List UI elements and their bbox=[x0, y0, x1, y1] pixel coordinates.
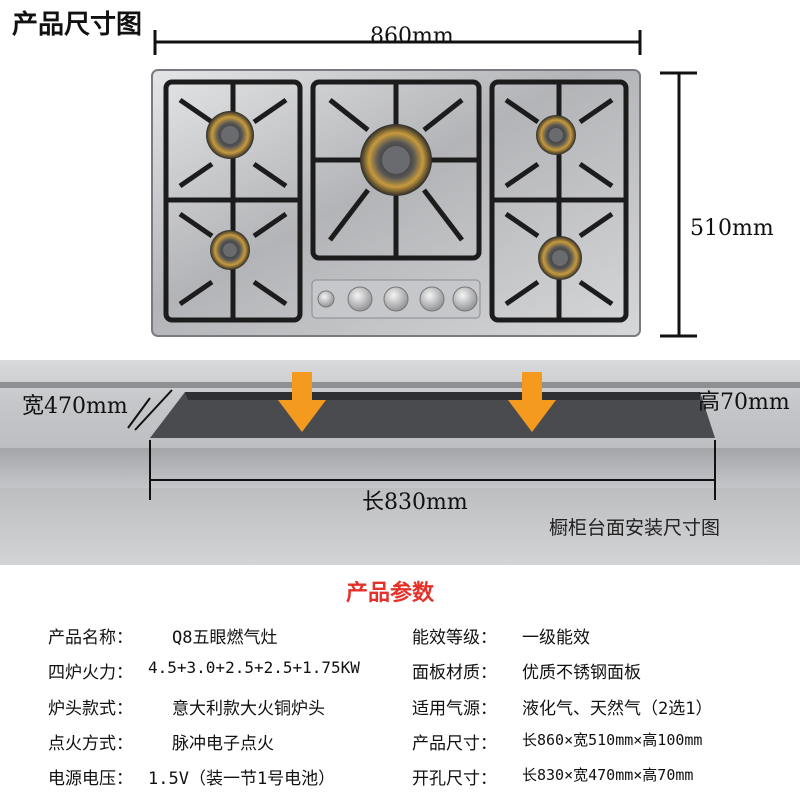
param-value: 4.5+3.0+2.5+2.5+1.75KW bbox=[148, 658, 360, 677]
param-label: 炉头款式： bbox=[48, 699, 133, 719]
param-label: 四炉火力： bbox=[48, 663, 133, 683]
param-value: 意大利款大火铜炉头 bbox=[172, 699, 325, 719]
page-title: 产品尺寸图 bbox=[12, 10, 143, 40]
param-label: 产品尺寸： bbox=[412, 734, 497, 754]
param-value: Q8五眼燃气灶 bbox=[172, 628, 278, 648]
param-value: 长830×宽470mm×高70mm bbox=[522, 766, 694, 784]
param-label: 开孔尺寸： bbox=[412, 769, 497, 789]
knob-4 bbox=[419, 286, 445, 312]
param-value: 优质不锈钢面板 bbox=[522, 663, 641, 683]
knob-3 bbox=[383, 286, 409, 312]
cutout-width-label: 宽470mm bbox=[22, 394, 128, 419]
cutout-length-label: 长830mm bbox=[362, 490, 468, 515]
knob-5 bbox=[452, 286, 478, 312]
param-value: 脉冲电子点火 bbox=[172, 734, 274, 754]
param-label: 面板材质： bbox=[412, 663, 497, 683]
param-value: 一级能效 bbox=[522, 628, 590, 648]
param-value: 1.5V（装一节1号电池） bbox=[148, 769, 336, 789]
param-label: 适用气源： bbox=[412, 699, 497, 719]
stove-illustration bbox=[151, 30, 697, 338]
param-label: 能效等级： bbox=[412, 628, 497, 648]
cutout-illustration bbox=[127, 372, 716, 500]
knob-2 bbox=[347, 286, 373, 312]
countertop-edge bbox=[0, 382, 800, 388]
param-value: 液化气、天然气（2选1） bbox=[522, 699, 713, 719]
param-value: 长860×宽510mm×高100mm bbox=[522, 731, 703, 749]
grate-left bbox=[163, 79, 303, 323]
param-label: 电源电压： bbox=[48, 769, 133, 789]
params-title: 产品参数 bbox=[345, 581, 434, 606]
knob-1 bbox=[317, 290, 335, 308]
countertop-front bbox=[0, 448, 800, 488]
arrow-down-icon bbox=[278, 372, 326, 432]
cutout-caption: 橱柜台面安装尺寸图 bbox=[549, 517, 721, 539]
height-dimension-label: 510mm bbox=[690, 216, 774, 241]
param-label: 产品名称： bbox=[48, 628, 133, 648]
param-label: 点火方式： bbox=[48, 734, 133, 754]
width-dimension-label: 860mm bbox=[370, 24, 454, 49]
arrow-down-icon bbox=[508, 372, 556, 432]
cutout-height-label: 高70mm bbox=[698, 390, 790, 415]
